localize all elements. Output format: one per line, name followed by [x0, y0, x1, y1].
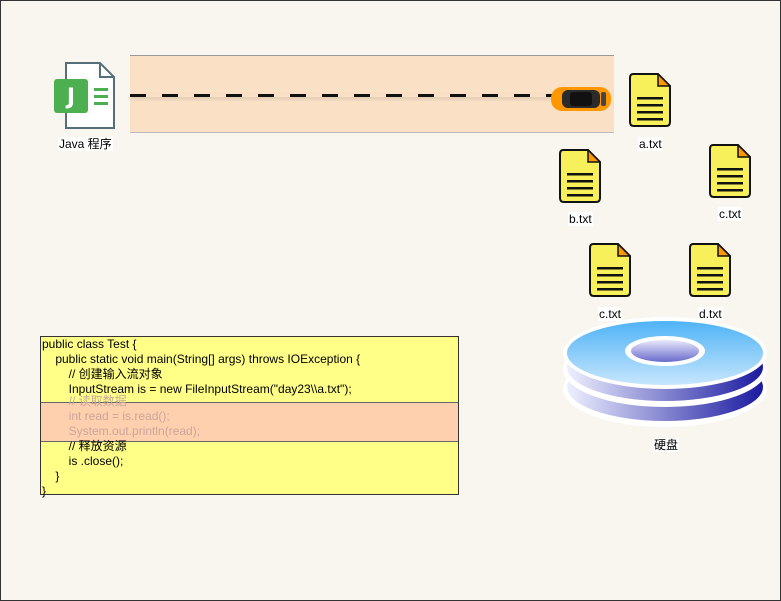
- read-data-highlight: [41, 402, 458, 442]
- hard-disk-label: 硬盘: [653, 438, 680, 452]
- code-line: InputStream is = new FileInputStream("da…: [42, 382, 352, 396]
- text-file-icon: [559, 148, 602, 203]
- car-icon: [550, 85, 612, 113]
- text-file-icon: [629, 72, 672, 127]
- code-line: int read = is.read();: [42, 409, 170, 423]
- code-line: // 创建输入流对象: [42, 367, 163, 381]
- java-code-block: public class Test { public static void m…: [40, 336, 459, 498]
- text-file-icon: [709, 143, 752, 198]
- file-label-a: a.txt: [638, 137, 663, 151]
- code-line: // 读取数据: [42, 394, 127, 408]
- hard-disk-icon: [560, 317, 770, 429]
- file-label-b: b.txt: [568, 212, 593, 226]
- file-label-c-upper: c.txt: [718, 207, 743, 221]
- file-label-d: d.txt: [698, 307, 723, 321]
- code-line: public class Test {: [42, 337, 137, 351]
- code-line: System.out.println(read);: [42, 424, 201, 438]
- code-line: public static void main(String[] args) t…: [42, 352, 361, 366]
- code-line: }: [42, 484, 47, 498]
- code-line: }: [42, 469, 60, 483]
- java-file-icon: J: [54, 62, 116, 130]
- code-line: // 释放资源: [42, 439, 127, 453]
- file-label-c-lower: c.txt: [598, 307, 623, 321]
- text-file-icon: [689, 242, 732, 297]
- stream-dashed-line: [130, 94, 560, 97]
- code-lines: public class Test { public static void m…: [41, 337, 458, 499]
- svg-text:J: J: [65, 85, 75, 110]
- code-line: is .close();: [42, 454, 124, 468]
- text-file-icon: [589, 242, 632, 297]
- java-program-label: Java 程序: [58, 137, 113, 151]
